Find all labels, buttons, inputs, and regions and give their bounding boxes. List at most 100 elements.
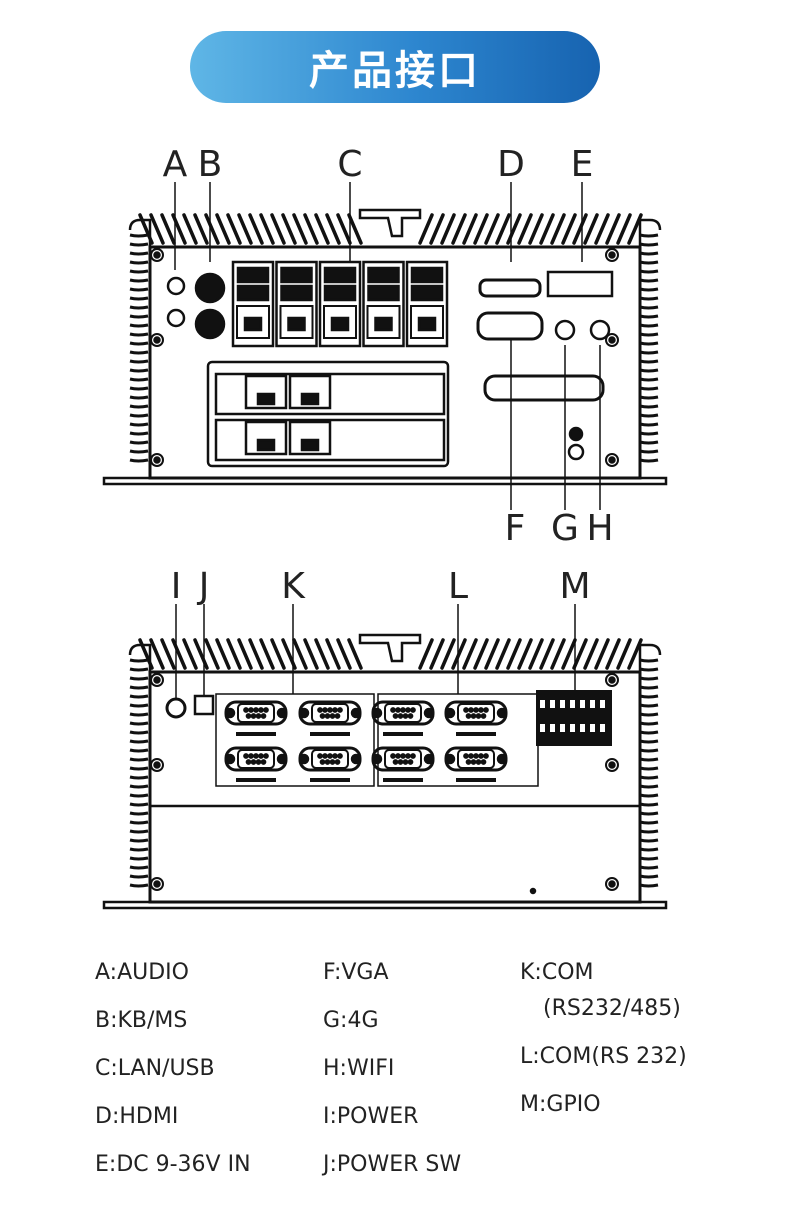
fin [129,856,149,861]
pin [402,713,409,719]
screw [605,453,619,467]
page-title: 产品接口 [309,48,481,94]
port-label [383,732,423,736]
screw [423,753,435,765]
fin [550,638,566,670]
pin [473,707,479,713]
pin [395,753,401,759]
pin [468,707,474,713]
screw [150,248,164,262]
rj45-port [279,305,314,339]
screw [605,248,619,262]
fin [160,213,176,245]
fin [129,766,149,771]
fin [129,377,149,382]
rj45-latch [417,316,437,332]
pin [253,753,259,759]
fin [129,775,149,780]
fin [193,638,209,670]
screw [150,673,164,687]
lan-usb-stack [275,260,318,348]
fin [639,802,659,807]
fin [639,703,659,708]
label-g: G [551,508,579,549]
gpio-pin [540,700,545,708]
fin [639,305,659,310]
fin [259,213,275,245]
fin [639,314,659,319]
fin [639,449,659,454]
fin [303,638,319,670]
frame [128,218,152,478]
fin [325,638,341,670]
fin [129,251,149,256]
fin [314,638,330,670]
fin [129,748,149,753]
fin [429,213,445,245]
pin [255,759,262,765]
fin [639,730,659,735]
screw [371,753,383,765]
fin [484,213,500,245]
fin [259,638,275,670]
pin [327,707,333,713]
gpio-pin [540,724,545,732]
fin [129,269,149,274]
pin [332,707,338,713]
screw [496,753,508,765]
pin [332,753,338,759]
fin [129,847,149,852]
pin [483,753,489,759]
rj45-latch [243,316,263,332]
port-label [383,778,423,782]
fin [639,811,659,816]
pin [400,707,406,713]
fin [418,213,434,245]
gpio-pin [570,724,575,732]
fin [539,213,555,245]
fin [639,757,659,762]
rj45-port [244,420,288,456]
fin [639,368,659,373]
label-i: I [171,566,182,607]
fin [129,757,149,762]
rj45-latch [256,438,276,452]
fin [129,431,149,436]
legend-g: G:4G [323,1008,379,1033]
pin [245,759,252,765]
dot [529,887,537,895]
fin [639,350,659,355]
pin [258,753,264,759]
fin [451,638,467,670]
screw [150,333,164,347]
fin [473,638,489,670]
pin [329,713,336,719]
screw [224,753,236,765]
fin [462,213,478,245]
fin [248,213,264,245]
fin [129,676,149,681]
fin [639,269,659,274]
pin [250,713,257,719]
rj45-latch [330,316,350,332]
led [568,426,584,442]
fin [129,287,149,292]
rear-panel-diagram: I J K L M [102,566,668,910]
audio-jack [166,276,186,296]
handle [358,208,422,238]
fin [639,820,659,825]
screw-center [608,880,616,888]
fin [129,458,149,463]
fin [517,638,533,670]
pin [470,713,477,719]
fin [129,314,149,319]
screw [444,707,456,719]
pin [250,759,257,765]
pin [317,753,323,759]
screw-center [608,336,616,344]
pin [324,759,331,765]
fin [506,213,522,245]
port-label [310,778,350,782]
fin [583,213,599,245]
pin [465,713,472,719]
